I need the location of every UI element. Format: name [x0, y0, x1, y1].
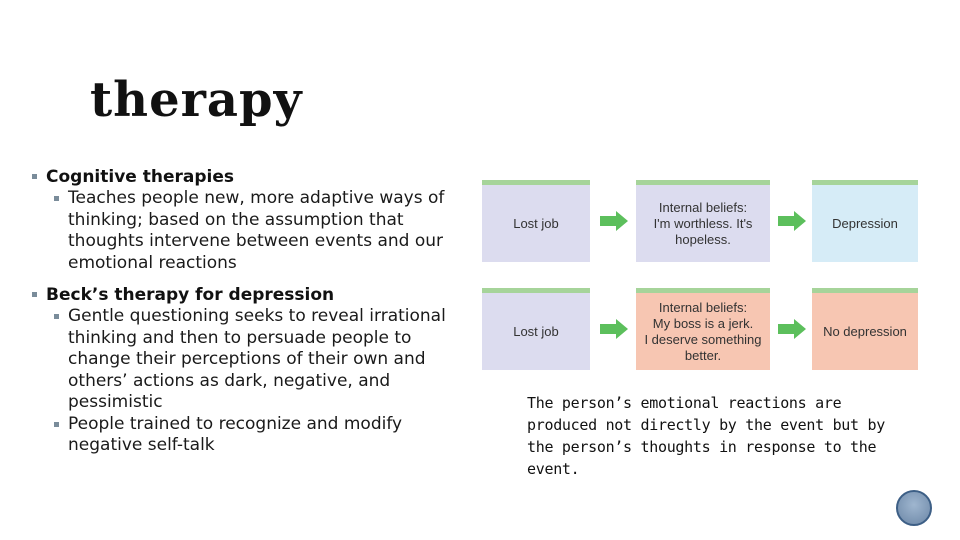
row2-arrow-2-icon	[778, 319, 806, 339]
sub-bullet-self-talk: People trained to recognize and modify n…	[54, 414, 452, 457]
row1-event-label: Lost job	[513, 215, 559, 231]
bullet-becks-therapy: Beck’s therapy for depression	[32, 284, 452, 306]
bullet-cognitive-therapies: Cognitive therapies	[32, 166, 452, 188]
row2-arrow-1-icon	[600, 319, 628, 339]
row1-arrow-2-icon	[778, 211, 806, 231]
cognitive-model-diagram: Lost job Internal beliefs: I'm worthless…	[482, 180, 922, 375]
slide-badge-icon	[896, 490, 932, 526]
row1-belief-box: Internal beliefs: I'm worthless. It's ho…	[636, 180, 770, 262]
bullet-list: Cognitive therapies Teaches people new, …	[32, 166, 452, 457]
row1-event-box: Lost job	[482, 180, 590, 262]
diagram-caption: The person’s emotional reactions are pro…	[527, 394, 885, 478]
row2-outcome-label: No depression	[823, 323, 907, 339]
sub-bullet-adaptive-thinking: Teaches people new, more adaptive ways o…	[54, 188, 452, 274]
row1-outcome-label: Depression	[832, 215, 898, 231]
row1-belief-label: Internal beliefs: I'm worthless. It's ho…	[653, 199, 753, 247]
row2-belief-box: Internal beliefs: My boss is a jerk. I d…	[636, 288, 770, 370]
row2-outcome-box: No depression	[812, 288, 918, 370]
row2-event-label: Lost job	[513, 323, 559, 339]
sub-bullet-gentle-questioning: Gentle questioning seeks to reveal irrat…	[54, 306, 452, 414]
row1-arrow-1-icon	[600, 211, 628, 231]
slide-title: therapy	[90, 72, 303, 128]
row2-event-box: Lost job	[482, 288, 590, 370]
row2-belief-label: Internal beliefs: My boss is a jerk. I d…	[644, 299, 762, 363]
row1-outcome-box: Depression	[812, 180, 918, 262]
